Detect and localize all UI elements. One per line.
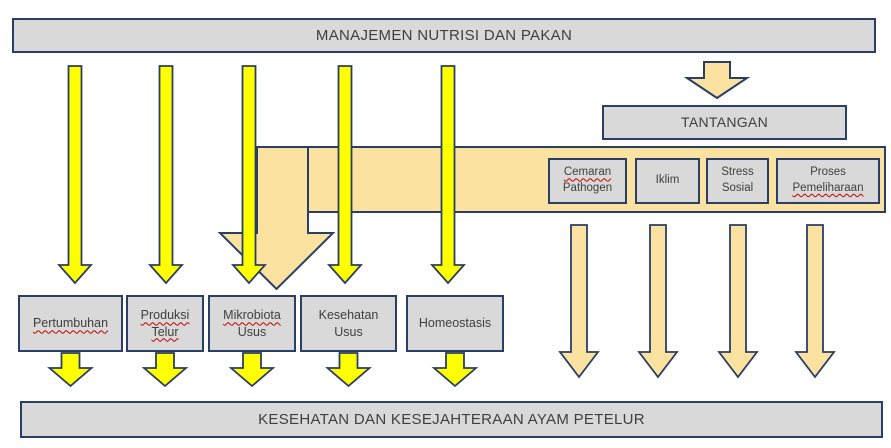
challenge-box-proses-pemeliharaan: Proses Pemeliharaan	[776, 158, 880, 204]
arrow-stress-to-bottom	[717, 224, 759, 379]
arrow-title-to-kesehatan-usus	[326, 65, 364, 285]
outcome-label-line: Kesehatan	[318, 308, 379, 323]
arrow-homeostasis-to-bottom	[431, 352, 479, 388]
tantangan-box: TANTANGAN	[602, 105, 847, 140]
tantangan-label: TANTANGAN	[681, 114, 768, 131]
title-box-manajemen-nutrisi: MANAJEMEN NUTRISI DAN PAKAN	[12, 18, 876, 53]
outcome-box-pertumbuhan: Pertumbuhan	[18, 295, 123, 352]
arrow-title-to-tantangan	[683, 61, 751, 100]
arrow-title-to-homeostasis	[429, 65, 467, 285]
challenge-box-cemaran-pathogen: Cemaran Pathogen	[548, 158, 627, 204]
outcome-label-line: Produksi	[140, 308, 190, 323]
outcome-box-kesehatan-usus: Kesehatan Usus	[300, 295, 397, 352]
outcome-label-line: Mikrobiota	[223, 308, 281, 323]
outcome-label-line: Usus	[237, 324, 267, 339]
title-box-label: MANAJEMEN NUTRISI DAN PAKAN	[315, 26, 573, 44]
arrow-produksi-to-bottom	[141, 352, 189, 388]
challenge-box-iklim: Iklim	[635, 158, 700, 204]
outcome-label-line: Usus	[334, 324, 363, 339]
outcome-box-mikrobiota-usus: Mikrobiota Usus	[208, 295, 296, 352]
challenge-label-line: Cemaran	[563, 166, 612, 179]
arrow-pertumbuhan-to-bottom	[47, 352, 94, 388]
arrow-cemaran-to-bottom	[558, 224, 600, 379]
outcome-label-line: Telur	[151, 324, 179, 339]
outcome-label-line: Pertumbuhan	[32, 316, 109, 331]
bottom-box-kesehatan-kesejahteraan: KESEHATAN DAN KESEJAHTERAAN AYAM PETELUR	[20, 401, 883, 438]
outcome-box-produksi-telur: Produksi Telur	[126, 295, 204, 352]
arrow-title-to-mikrobiota	[230, 65, 268, 285]
challenge-box-stress-sosial: Stress Sosial	[706, 158, 769, 204]
challenge-label-line: Iklim	[655, 174, 680, 187]
challenge-label-line: Pemeliharaan	[792, 182, 864, 194]
challenge-label-line: Sosial	[721, 182, 754, 194]
challenge-label-line: Proses	[810, 166, 846, 179]
arrow-mikrobiota-to-bottom	[228, 352, 276, 388]
arrow-title-to-pertumbuhan	[56, 65, 94, 285]
challenge-label-line: Pathogen	[562, 182, 613, 194]
outcome-label-line: Homeostasis	[418, 316, 492, 331]
arrow-kesehatan-usus-to-bottom	[325, 352, 372, 388]
challenge-label-line: Stress	[721, 166, 754, 179]
arrow-iklim-to-bottom	[637, 224, 679, 379]
arrow-title-to-produksi	[147, 65, 185, 285]
arrow-proses-to-bottom	[794, 224, 836, 379]
outcome-box-homeostasis: Homeostasis	[406, 295, 504, 352]
bottom-box-label: KESEHATAN DAN KESEJAHTERAAN AYAM PETELUR	[258, 410, 645, 428]
